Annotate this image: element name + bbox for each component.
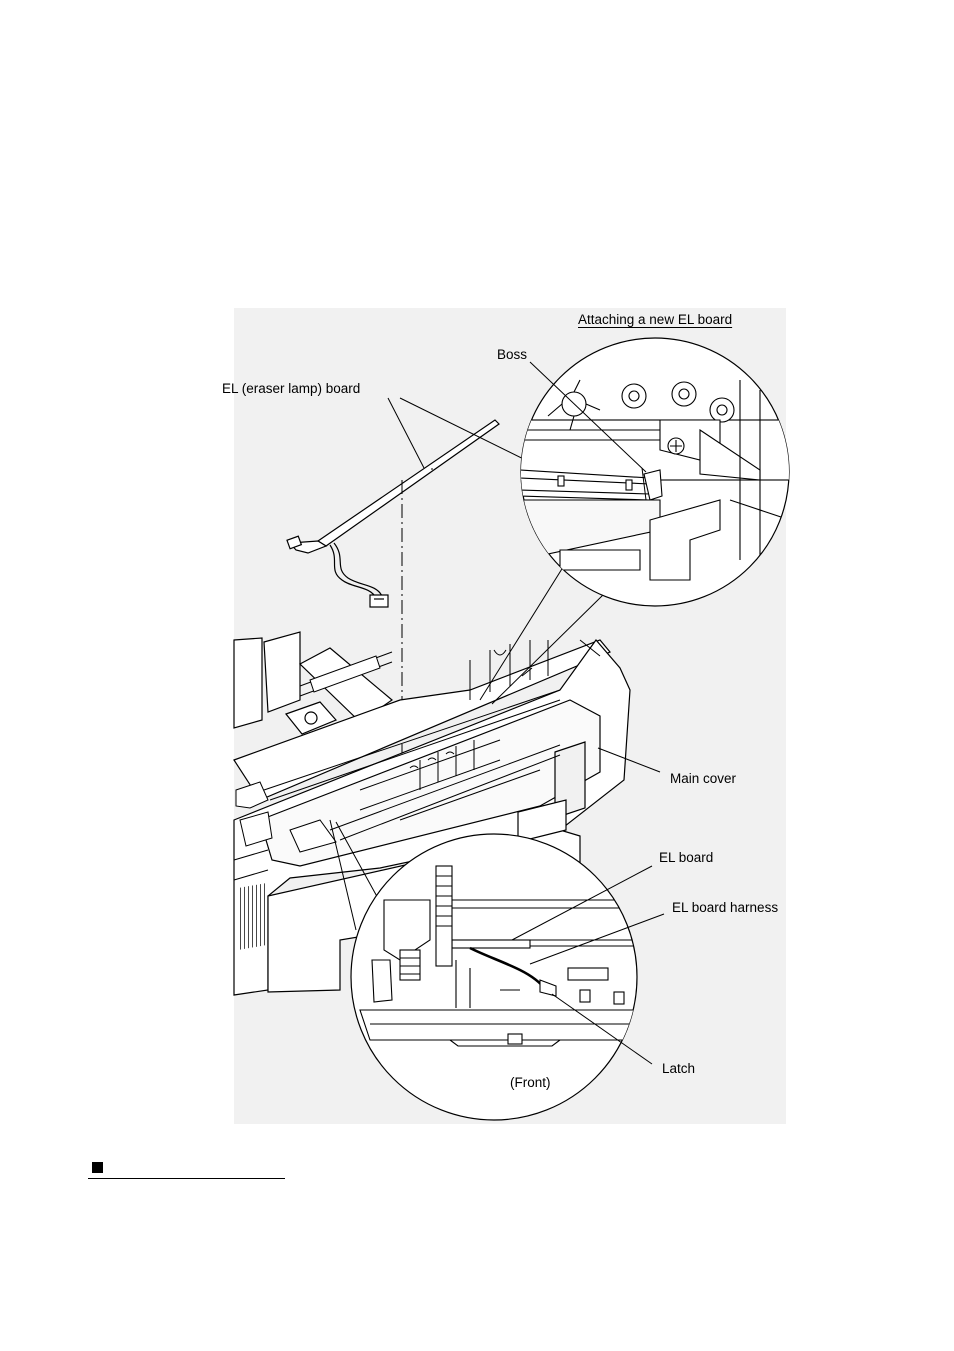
boss-label: Boss <box>497 347 528 362</box>
el-board-exploded-part <box>286 419 500 608</box>
latch-label: Latch <box>662 1061 696 1076</box>
inset-title-label: Attaching a new EL board <box>578 312 733 327</box>
section-heading-rule <box>88 1178 285 1179</box>
section-square-bullet-icon <box>92 1162 103 1173</box>
front-label: (Front) <box>510 1075 551 1090</box>
bottom-inset-leader-lines <box>511 865 665 1065</box>
el-eraser-lamp-board-label: EL (eraser lamp) board <box>222 381 361 396</box>
el-board-label: EL board <box>659 850 714 865</box>
boss-leader-line <box>529 361 647 473</box>
el-board-harness-label: EL board harness <box>672 900 779 915</box>
top-inset-detail <box>521 379 789 581</box>
machine-interior-details <box>233 639 601 881</box>
main-cover-label: Main cover <box>670 771 737 786</box>
bottom-inset-detail <box>359 865 637 1047</box>
machine-vent-grille <box>238 882 268 951</box>
inset-leader-lines <box>329 555 661 931</box>
